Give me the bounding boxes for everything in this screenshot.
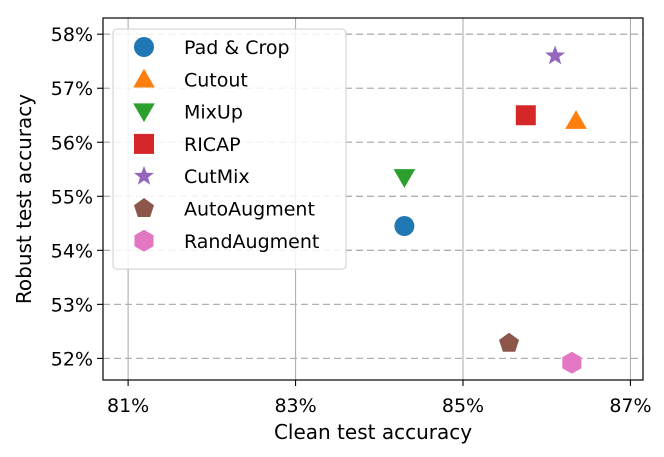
data-points — [393, 45, 587, 374]
legend-label: Cutout — [184, 69, 248, 91]
y-tick-label: 54% — [51, 240, 93, 262]
y-tick-label: 52% — [51, 348, 93, 370]
data-point — [562, 351, 582, 374]
y-tick-label: 58% — [51, 24, 93, 46]
legend-marker — [133, 103, 155, 123]
y-tick-label: 53% — [51, 294, 93, 316]
data-point — [393, 169, 416, 188]
x-tick-label: 87% — [609, 395, 651, 417]
plot-frame — [102, 17, 644, 381]
legend-label: Pad & Crop — [184, 37, 290, 59]
axis-ticks: 81% 83% 85% 87% 52% 53% 54% 55% 56% 57% 58% — [51, 24, 652, 417]
x-tick-label: 81% — [107, 395, 149, 417]
data-point — [565, 110, 587, 129]
x-tick-label: 85% — [442, 395, 484, 417]
legend-label: RICAP — [184, 134, 241, 156]
data-point — [394, 216, 415, 237]
legend-label: AutoAugment — [184, 199, 315, 221]
y-tick-label: 56% — [51, 132, 93, 154]
legend-marker — [134, 198, 154, 217]
x-axis-label: Clean test accuracy — [274, 420, 472, 444]
y-tick-label: 55% — [51, 186, 93, 208]
legend-marker — [134, 37, 154, 57]
data-point — [545, 45, 566, 65]
legend-marker — [134, 165, 154, 185]
legend-marker — [133, 68, 155, 88]
legend-box — [112, 28, 347, 270]
data-point — [499, 332, 520, 352]
legend-marker — [134, 229, 154, 252]
y-tick-label: 57% — [51, 78, 93, 100]
legend-label: MixUp — [184, 102, 243, 124]
legend-label: CutMix — [184, 166, 250, 188]
legend-label: RandAugment — [184, 231, 319, 253]
x-tick-label: 83% — [274, 395, 316, 417]
data-point — [515, 105, 536, 126]
legend-marker — [134, 133, 154, 154]
y-axis-label: Robust test accuracy — [12, 94, 36, 304]
